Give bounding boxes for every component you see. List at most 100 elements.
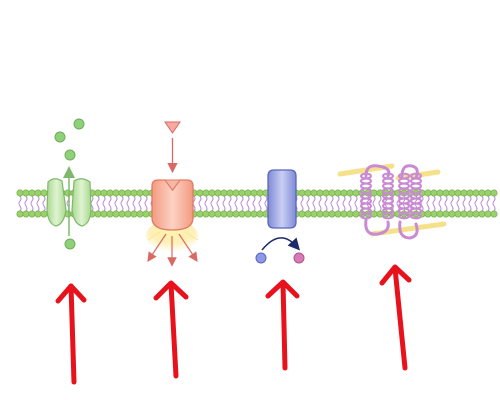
substrate-molecule <box>255 252 267 264</box>
cell-adhesion-protein <box>337 163 447 240</box>
lipid-head <box>448 189 456 197</box>
lipid-tail <box>42 195 46 212</box>
lipid-tail <box>240 195 244 212</box>
lipid-tail <box>432 195 436 212</box>
lipid-head <box>334 189 342 197</box>
receptor-protein <box>146 121 199 267</box>
lipid-head <box>202 189 210 197</box>
lipid-tail <box>132 195 136 212</box>
lipid-head <box>40 189 48 197</box>
lipid-tail <box>246 195 250 212</box>
helix-turn <box>398 212 410 220</box>
transported-molecule <box>54 131 66 143</box>
lipid-head <box>136 189 144 197</box>
lipid-head <box>490 189 498 197</box>
lipid-tail <box>18 195 22 212</box>
lipid-tail <box>378 195 382 212</box>
lipid-head <box>208 189 216 197</box>
lipid-tail <box>30 195 34 212</box>
lipid-head <box>208 210 216 218</box>
signal-output-arrows <box>147 231 199 267</box>
lipid-tail <box>372 195 376 212</box>
lipid-tail <box>126 195 130 212</box>
lipid-head <box>196 210 204 218</box>
lipid-head <box>442 210 450 218</box>
lipid-head <box>16 189 24 197</box>
lipid-head <box>484 210 492 218</box>
lipid-head <box>478 189 486 197</box>
lipid-head <box>118 189 126 197</box>
lipid-tail <box>354 195 358 212</box>
lipid-tail <box>408 195 412 212</box>
lipid-tail <box>420 195 424 212</box>
lipid-head <box>256 210 264 218</box>
lipid-tail <box>228 195 232 212</box>
lipid-head <box>424 189 432 197</box>
lipid-head <box>250 189 258 197</box>
lipid-head <box>346 210 354 218</box>
lipid-tail <box>216 195 220 212</box>
lipid-tail <box>318 195 322 212</box>
lipid-head <box>472 210 480 218</box>
lipid-head <box>250 210 258 218</box>
lipid-head <box>478 210 486 218</box>
pointer-arrow-4 <box>379 264 412 371</box>
channel-right-half <box>71 178 92 227</box>
protein-loops <box>364 164 419 240</box>
lipid-head <box>232 210 240 218</box>
pointer-arrow-2 <box>153 280 189 379</box>
signal-ligand <box>164 121 181 134</box>
enzyme-body <box>267 169 297 229</box>
lipid-head <box>106 210 114 218</box>
lipid-head <box>232 189 240 197</box>
lipid-head <box>238 210 246 218</box>
pointer-arrow-3 <box>265 279 300 371</box>
lipid-head <box>484 189 492 197</box>
lipid-head <box>244 210 252 218</box>
transported-molecule <box>64 238 76 250</box>
lipid-head <box>196 189 204 197</box>
lipid-head <box>136 210 144 218</box>
lipid-tail <box>450 195 454 212</box>
lipid-head <box>310 210 318 218</box>
lipid-head <box>430 210 438 218</box>
transport-channel-protein <box>46 118 92 250</box>
lipid-head <box>322 210 330 218</box>
lipid-tail <box>456 195 460 212</box>
helix-turn <box>382 212 394 220</box>
lipid-head <box>130 210 138 218</box>
lipid-head <box>436 210 444 218</box>
lipid-head <box>142 189 150 197</box>
lipid-tail <box>342 195 346 212</box>
lipid-head <box>340 210 348 218</box>
lipid-head <box>298 189 306 197</box>
lipid-tail <box>210 195 214 212</box>
lipid-tail <box>114 195 118 212</box>
lipid-head <box>436 189 444 197</box>
lipid-head <box>142 210 150 218</box>
lipid-head <box>346 189 354 197</box>
lipid-head <box>100 189 108 197</box>
helix-turn <box>410 212 422 220</box>
lipid-head <box>34 210 42 218</box>
lipid-head <box>472 189 480 197</box>
lipid-tail <box>234 195 238 212</box>
lipid-tail <box>300 195 304 212</box>
pointer-arrows <box>55 264 412 385</box>
lipid-head <box>100 210 108 218</box>
lipid-tail <box>96 195 100 212</box>
transported-molecule <box>73 118 85 130</box>
helical-domains <box>360 172 422 220</box>
lipid-tail <box>204 195 208 212</box>
transported-molecule <box>64 149 76 161</box>
lipid-head <box>460 189 468 197</box>
lipid-head <box>34 189 42 197</box>
lipid-tail <box>312 195 316 212</box>
lipid-tail <box>444 195 448 212</box>
lipid-tail <box>120 195 124 212</box>
lipid-head <box>304 210 312 218</box>
lipid-tail <box>330 195 334 212</box>
lipid-head <box>64 189 72 197</box>
lipid-head <box>118 210 126 218</box>
lipid-head <box>214 210 222 218</box>
